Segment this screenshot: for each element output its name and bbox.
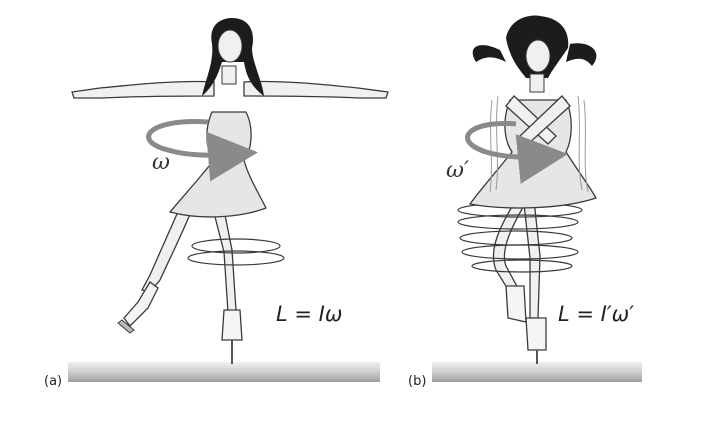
rotation-arrow-b [465,120,568,184]
dress-a [168,111,267,218]
panel-label-b: (b) [408,374,427,389]
rotation-lines-a [187,238,285,266]
rotation-arrow-a [146,119,258,182]
skater-head-a [202,18,264,96]
skater-head-b [472,15,597,93]
panel-b [432,15,642,382]
panel-label-a: (a) [44,374,63,389]
standing-leg-a [211,199,243,364]
raised-leg-a [117,197,197,334]
extended-arms-a [71,80,389,99]
equation-a: L = Iω [276,302,343,326]
panel-a [68,18,389,382]
omega-label-a: ω [152,150,170,175]
ice-floor-b [432,362,642,382]
ice-floor-a [68,362,380,382]
equation-b: L = I′ω′ [558,302,634,326]
omega-label-b: ω′ [446,158,469,183]
legs-b [492,199,547,364]
motion-streaks-b [489,95,589,193]
